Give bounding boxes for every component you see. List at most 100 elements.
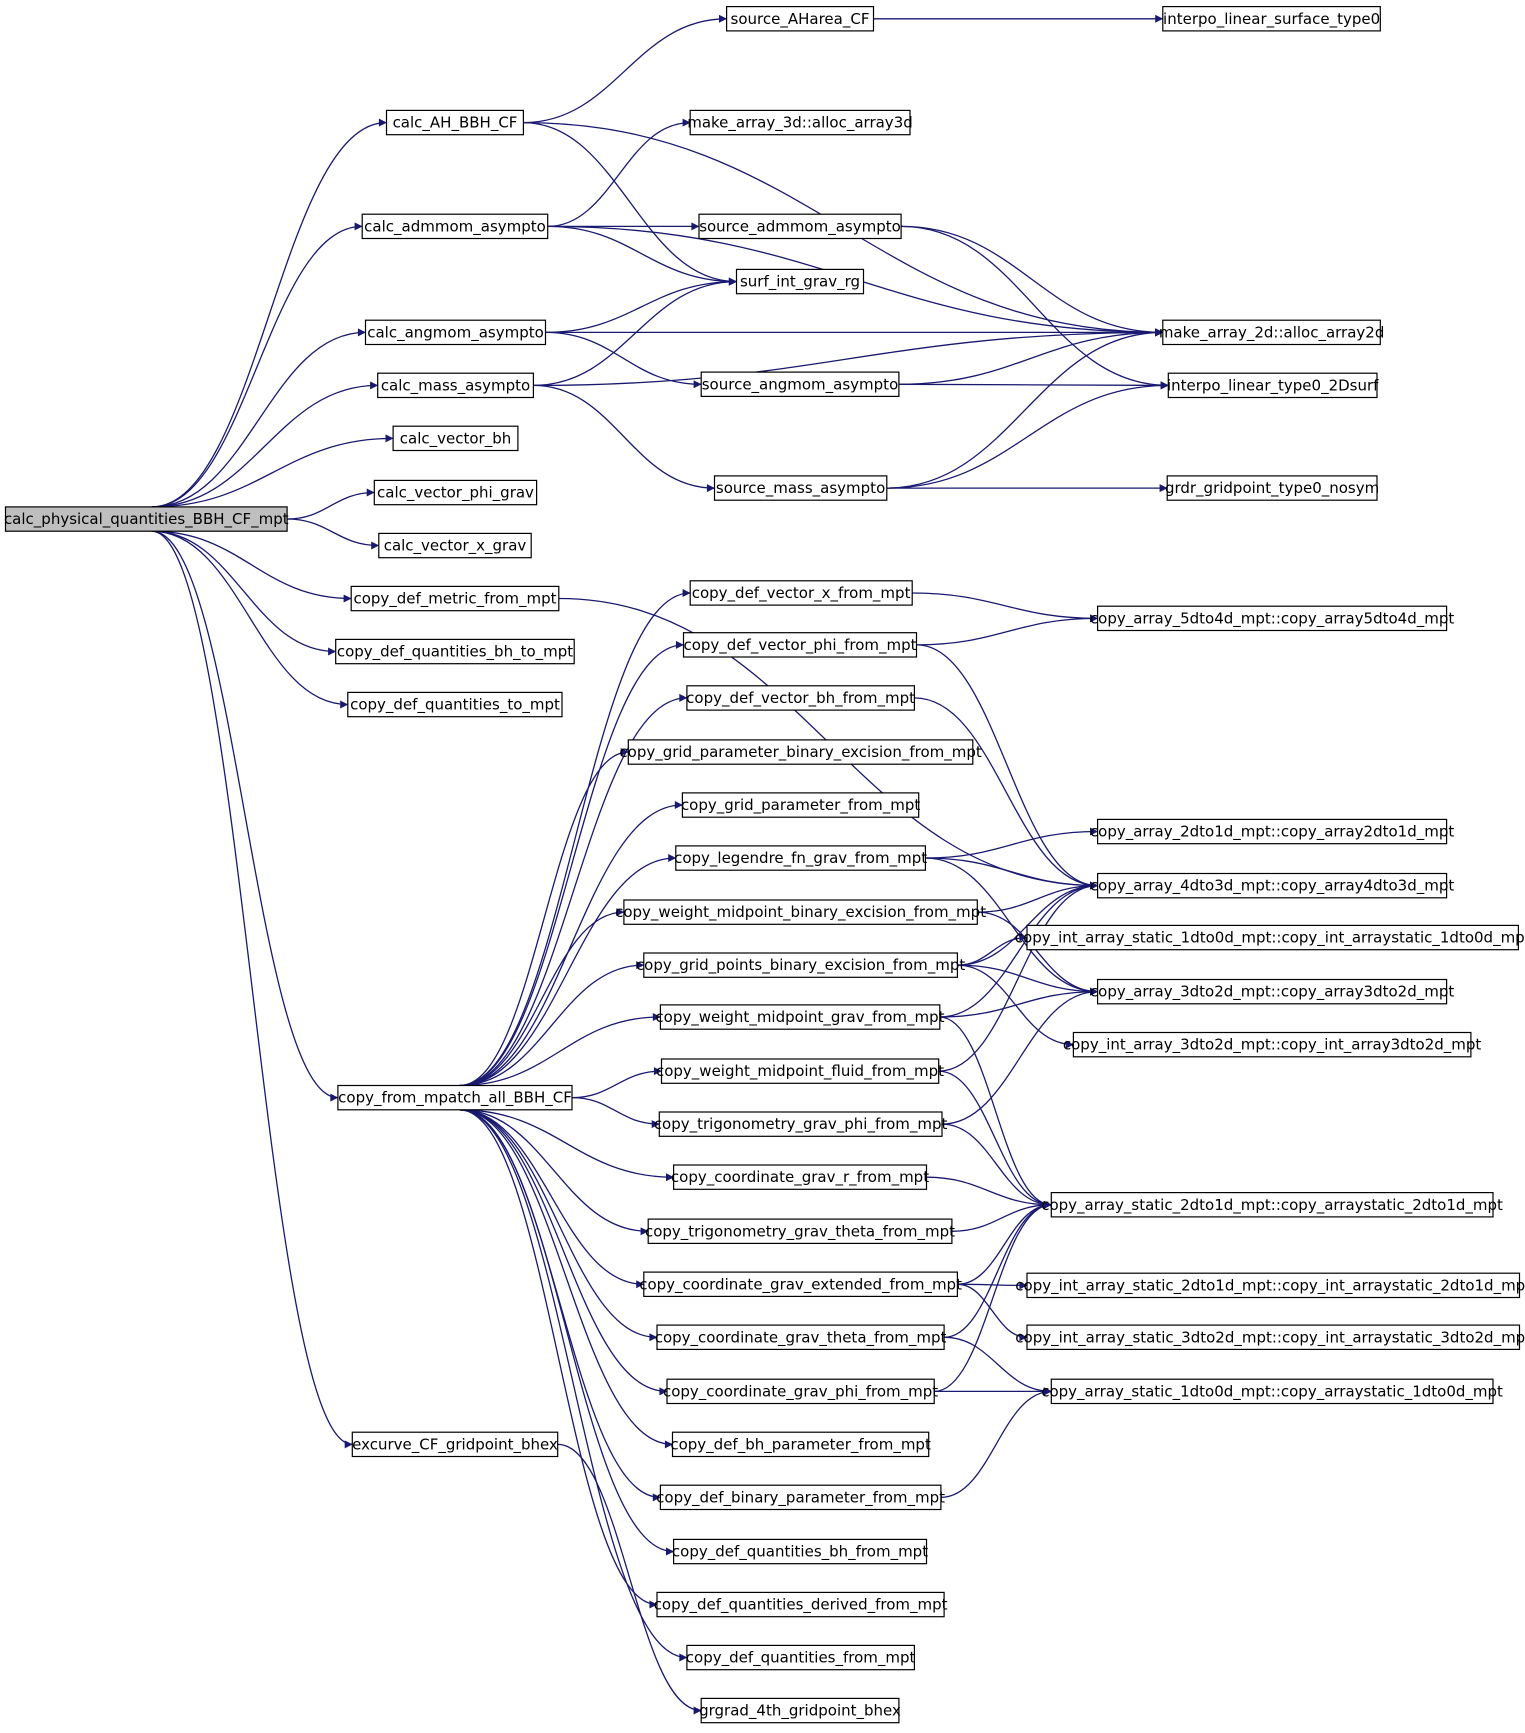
- function-node-gpbe[interactable]: copy_grid_parameter_binary_excision_from…: [619, 739, 982, 765]
- call-edge-root-to-vphi: [287, 488, 375, 520]
- function-node-trigth[interactable]: copy_trigonometry_grav_theta_from_mpt: [645, 1218, 955, 1244]
- function-node-wmg[interactable]: copy_weight_midpoint_grav_from_mpt: [655, 1004, 945, 1030]
- function-node-metric[interactable]: copy_def_metric_from_mpt: [350, 585, 560, 612]
- function-node-ia32[interactable]: copy_int_array_3dto2d_mpt::copy_int_arra…: [1063, 1031, 1482, 1058]
- call-edge-trigth-to-as21: [951, 1200, 1052, 1232]
- function-node-srcadm[interactable]: source_admmom_asympto: [698, 213, 902, 240]
- function-node-trigphi[interactable]: copy_trigonometry_grav_phi_from_mpt: [654, 1111, 948, 1137]
- call-edge-mass-to-alloc2d: [533, 328, 1164, 387]
- function-node-leg[interactable]: copy_legendre_fn_grav_from_mpt: [674, 845, 927, 871]
- function-node-a43[interactable]: copy_array_4dto3d_mpt::copy_array4dto3d_…: [1090, 872, 1454, 899]
- edge-line: [925, 827, 1098, 859]
- node-box: [1096, 978, 1448, 1005]
- node-box: [337, 1084, 573, 1111]
- call-nodes: calc_physical_quantities_BBH_CF_mpt calc_…: [4, 5, 1525, 1724]
- function-node-mass[interactable]: calc_mass_asympto: [377, 372, 535, 399]
- node-box: [643, 1271, 958, 1297]
- node-label: copy_def_vector_x_from_mpt: [692, 584, 911, 603]
- function-node-binpar[interactable]: copy_def_binary_parameter_from_mpt: [656, 1484, 945, 1511]
- function-node-excurve[interactable]: excurve_CF_gridpoint_bhex: [351, 1431, 559, 1458]
- edge-line: [939, 881, 1098, 1018]
- edge-line: [941, 1123, 1052, 1209]
- node-box: [1026, 1272, 1521, 1299]
- function-node-srcang[interactable]: source_angmom_asympto: [700, 371, 900, 398]
- function-node-wmf[interactable]: copy_weight_midpoint_fluid_from_mpt: [656, 1058, 944, 1084]
- node-label: copy_from_mpatch_all_BBH_CF: [338, 1089, 572, 1108]
- call-edge-srcmass-to-interp2d: [886, 381, 1169, 489]
- call-edge-frommpatch-to-trigth: [459, 1109, 649, 1236]
- edge-line: [977, 911, 1098, 996]
- function-node-ias32[interactable]: copy_int_array_static_3dto2d_mpt::copy_i…: [1015, 1324, 1525, 1350]
- function-node-surf[interactable]: surf_int_grav_rg: [735, 268, 865, 295]
- function-node-alloc3d[interactable]: make_array_3d::alloc_array3d: [687, 109, 913, 136]
- node-box: [686, 1644, 916, 1671]
- function-node-gpts[interactable]: copy_grid_points_binary_excision_from_mp…: [636, 952, 965, 978]
- node-label: copy_array_2dto1d_mpt::copy_array2dto1d_…: [1090, 823, 1454, 842]
- function-node-vxmpt[interactable]: copy_def_vector_x_from_mpt: [689, 580, 913, 606]
- node-box: [660, 1058, 940, 1084]
- node-label: source_admmom_asympto: [699, 217, 901, 236]
- function-node-qbh[interactable]: copy_def_quantities_bh_from_mpt: [672, 1538, 928, 1565]
- edge-line: [916, 614, 1098, 646]
- function-node-a21[interactable]: copy_array_2dto1d_mpt::copy_array2dto1d_…: [1090, 818, 1454, 845]
- node-label: copy_int_array_static_3dto2d_mpt::copy_i…: [1015, 1328, 1525, 1347]
- function-node-coordphi[interactable]: copy_coordinate_grav_phi_from_mpt: [663, 1378, 938, 1405]
- node-box: [713, 475, 888, 501]
- node-box: [377, 372, 535, 399]
- call-edge-frommpatch-to-wmf: [571, 1067, 662, 1099]
- node-box: [351, 1431, 559, 1458]
- function-node-srcmass[interactable]: source_mass_asympto: [713, 475, 888, 501]
- node-label: source_mass_asympto: [716, 479, 885, 498]
- edge-line: [925, 857, 1098, 890]
- call-edge-wmg-to-a32: [939, 987, 1098, 1018]
- node-box: [347, 691, 563, 718]
- node-label: source_AHarea_CF: [731, 10, 870, 29]
- function-node-admmom[interactable]: calc_admmom_asympto: [361, 213, 549, 240]
- function-node-bhpar[interactable]: copy_def_bh_parameter_from_mpt: [670, 1431, 931, 1458]
- function-node-as10[interactable]: copy_array_static_1dto0d_mpt::copy_array…: [1041, 1378, 1503, 1405]
- function-node-ia10[interactable]: copy_int_array_static_1dto0d_mpt::copy_i…: [1015, 924, 1525, 951]
- function-node-angmom[interactable]: calc_angmom_asympto: [364, 319, 547, 346]
- function-node-alloc2d[interactable]: make_array_2d::alloc_array2d: [1159, 319, 1385, 346]
- function-node-a54[interactable]: copy_array_5dto4d_mpt::copy_array5dto4d_…: [1090, 605, 1454, 632]
- function-node-frommpatch[interactable]: copy_from_mpatch_all_BBH_CF: [337, 1084, 573, 1111]
- function-node-gp[interactable]: copy_grid_parameter_from_mpt: [681, 792, 920, 818]
- function-node-ah[interactable]: calc_AH_BBH_CF: [385, 109, 524, 136]
- function-node-qder[interactable]: copy_def_quantities_derived_from_mpt: [654, 1591, 948, 1618]
- node-box: [643, 952, 958, 978]
- edge-line: [151, 381, 379, 508]
- node-label: calc_vector_x_grav: [384, 537, 527, 556]
- node-label: surf_int_grav_rg: [740, 273, 860, 292]
- function-node-vx[interactable]: calc_vector_x_grav: [378, 532, 532, 559]
- function-node-coordth[interactable]: copy_coordinate_grav_theta_from_mpt: [655, 1324, 947, 1350]
- function-node-coordr[interactable]: copy_coordinate_grav_r_from_mpt: [671, 1164, 929, 1190]
- function-node-ias21[interactable]: copy_int_array_static_2dto1d_mpt::copy_i…: [1015, 1272, 1525, 1299]
- function-node-vbh[interactable]: calc_vector_bh: [392, 425, 519, 452]
- function-node-root[interactable]: calc_physical_quantities_BBH_CF_mpt: [4, 506, 289, 532]
- function-node-a32[interactable]: copy_array_3dto2d_mpt::copy_array3dto2d_…: [1090, 978, 1454, 1005]
- function-node-qbh2mpt[interactable]: copy_def_quantities_bh_to_mpt: [335, 638, 575, 665]
- edge-line: [459, 1109, 658, 1342]
- call-edge-root-to-q2mpt: [151, 530, 349, 709]
- function-node-vbhmpt[interactable]: copy_def_vector_bh_from_mpt: [686, 685, 915, 711]
- function-node-grdr[interactable]: grdr_gridpoint_type0_nosym: [1165, 475, 1379, 501]
- call-edge-ah-to-surf: [523, 121, 737, 286]
- function-node-interpsurf[interactable]: interpo_linear_surface_type0: [1162, 5, 1381, 32]
- call-edge-coordphi-to-as21: [934, 1200, 1052, 1393]
- function-node-vphi[interactable]: calc_vector_phi_grav: [373, 479, 538, 506]
- node-label: copy_coordinate_grav_r_from_mpt: [671, 1168, 929, 1187]
- function-node-coordext[interactable]: copy_coordinate_grav_extended_from_mpt: [639, 1271, 962, 1297]
- node-label: copy_def_quantities_bh_from_mpt: [672, 1543, 928, 1562]
- node-box: [1026, 924, 1519, 951]
- function-node-wmbe[interactable]: copy_weight_midpoint_binary_excision_fro…: [615, 899, 986, 925]
- function-node-srcAH[interactable]: source_AHarea_CF: [725, 5, 875, 32]
- function-node-qfrom[interactable]: copy_def_quantities_from_mpt: [686, 1644, 916, 1671]
- edge-line: [459, 961, 645, 1087]
- function-node-vphimpt[interactable]: copy_def_vector_phi_from_mpt: [682, 632, 918, 658]
- edge-line: [957, 964, 1098, 996]
- function-node-q2mpt[interactable]: copy_def_quantities_to_mpt: [347, 691, 563, 718]
- function-node-interp2d[interactable]: interpo_linear_type0_2Dsurf: [1167, 372, 1379, 399]
- function-node-as21[interactable]: copy_array_static_2dto1d_mpt::copy_array…: [1041, 1191, 1503, 1218]
- function-node-grgrad[interactable]: grgrad_4th_gridpoint_bhex: [699, 1697, 901, 1724]
- edge-line: [939, 1016, 1052, 1209]
